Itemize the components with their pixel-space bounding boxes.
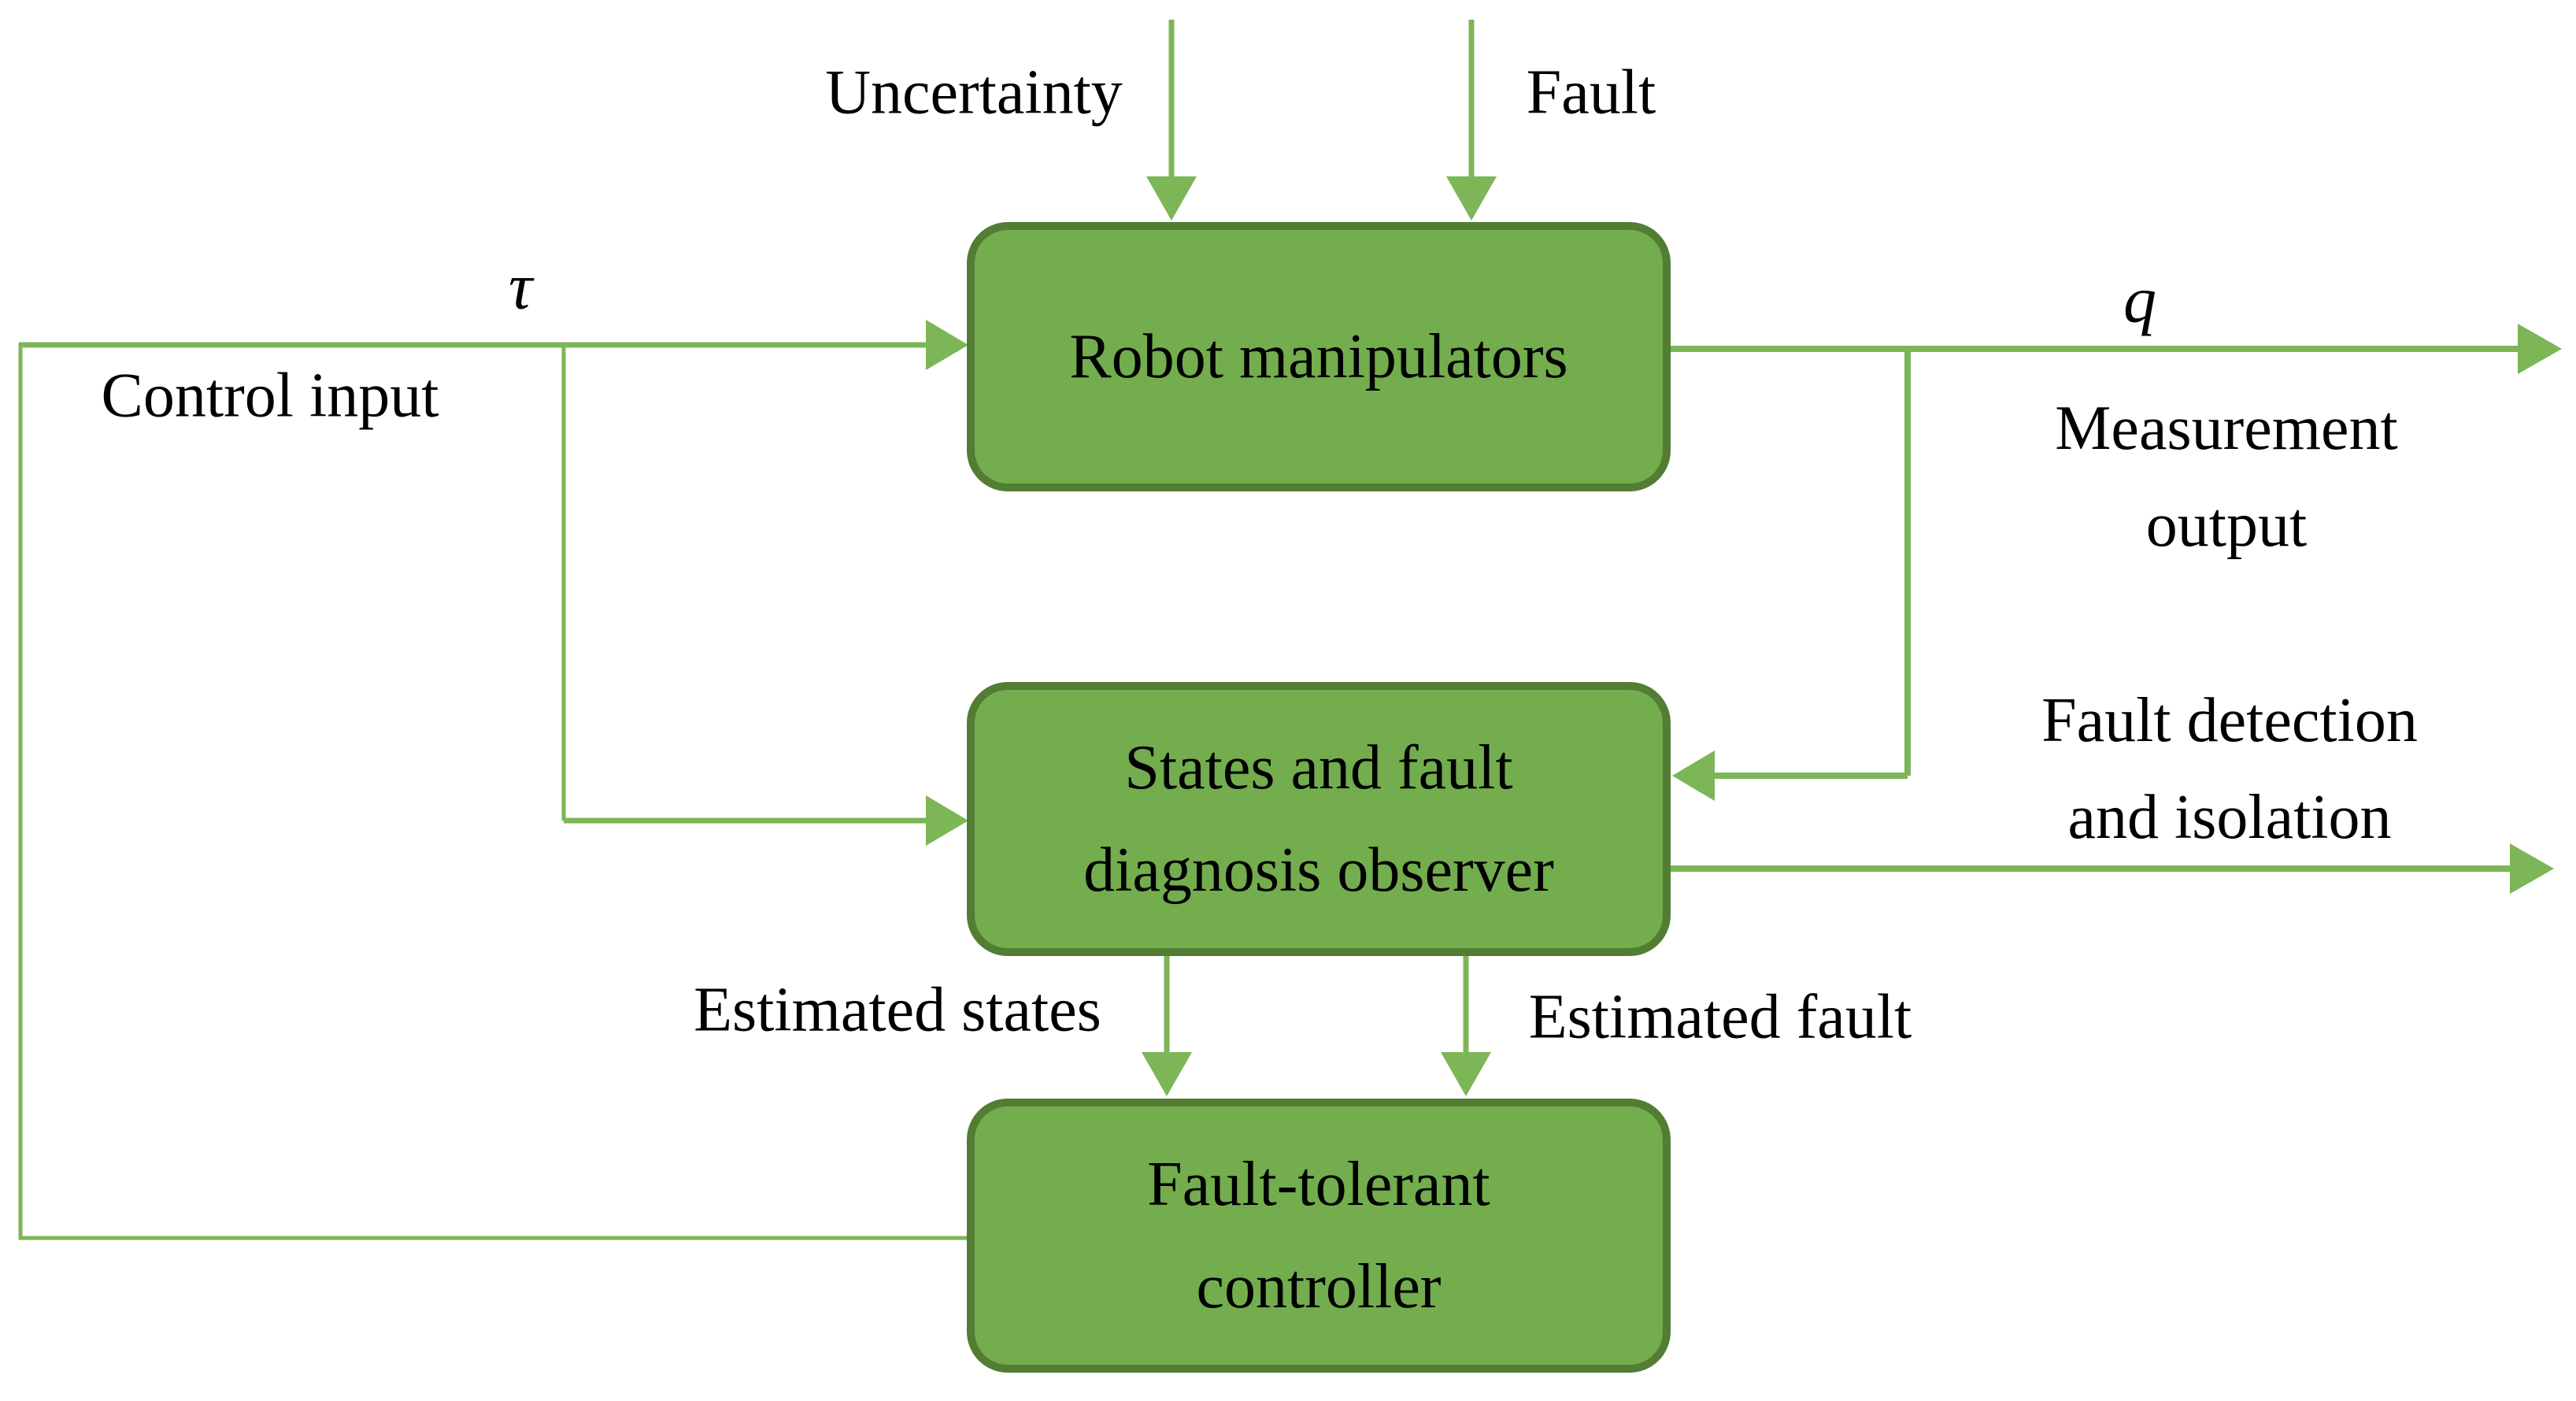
estimated-states-label: Estimated states: [694, 975, 1101, 1045]
uncertainty-label: Uncertainty: [825, 57, 1123, 128]
robot-manipulators-box: Robot manipulators: [967, 222, 1671, 491]
fault-detection-line1: Fault detection: [2041, 686, 2418, 755]
controller-label-line2: controller: [1196, 1252, 1442, 1321]
observer-label-line2: diagnosis observer: [1083, 836, 1554, 905]
observer-label-line1: States and fault: [1124, 733, 1513, 802]
fault-label: Fault: [1526, 57, 1656, 128]
q-output-arrowhead: [2518, 324, 2562, 374]
fault-tolerant-controller-box: Fault-tolerant controller: [967, 1099, 1671, 1373]
robot-manipulators-label: Robot manipulators: [1069, 322, 1568, 391]
estimated-fault-label: Estimated fault: [1528, 982, 1912, 1052]
control-input-arrowhead: [926, 320, 968, 370]
controller-label-line1: Fault-tolerant: [1147, 1150, 1490, 1219]
states-fault-diagnosis-observer-box: States and fault diagnosis observer: [967, 682, 1671, 956]
observer-input-arrowhead: [926, 795, 968, 846]
q-symbol: q: [2123, 263, 2156, 337]
control-input-label: Control input: [101, 361, 439, 431]
fault-detection-isolation-label: Fault detection and isolation: [1954, 673, 2505, 866]
measurement-output-line1: Measurement: [2055, 394, 2398, 463]
fault-arrowhead: [1446, 176, 1497, 221]
fdi-output-arrowhead: [2510, 843, 2554, 894]
measurement-output-label: Measurement output: [1951, 380, 2502, 574]
observer-right-arrowhead: [1672, 751, 1715, 801]
fault-detection-line2: and isolation: [2067, 783, 2392, 852]
tau-symbol: τ: [508, 250, 533, 324]
uncertainty-arrowhead: [1146, 176, 1197, 221]
estimated-states-arrowhead: [1142, 1052, 1192, 1096]
estimated-fault-arrowhead: [1441, 1052, 1491, 1096]
measurement-output-line2: output: [2145, 491, 2308, 560]
